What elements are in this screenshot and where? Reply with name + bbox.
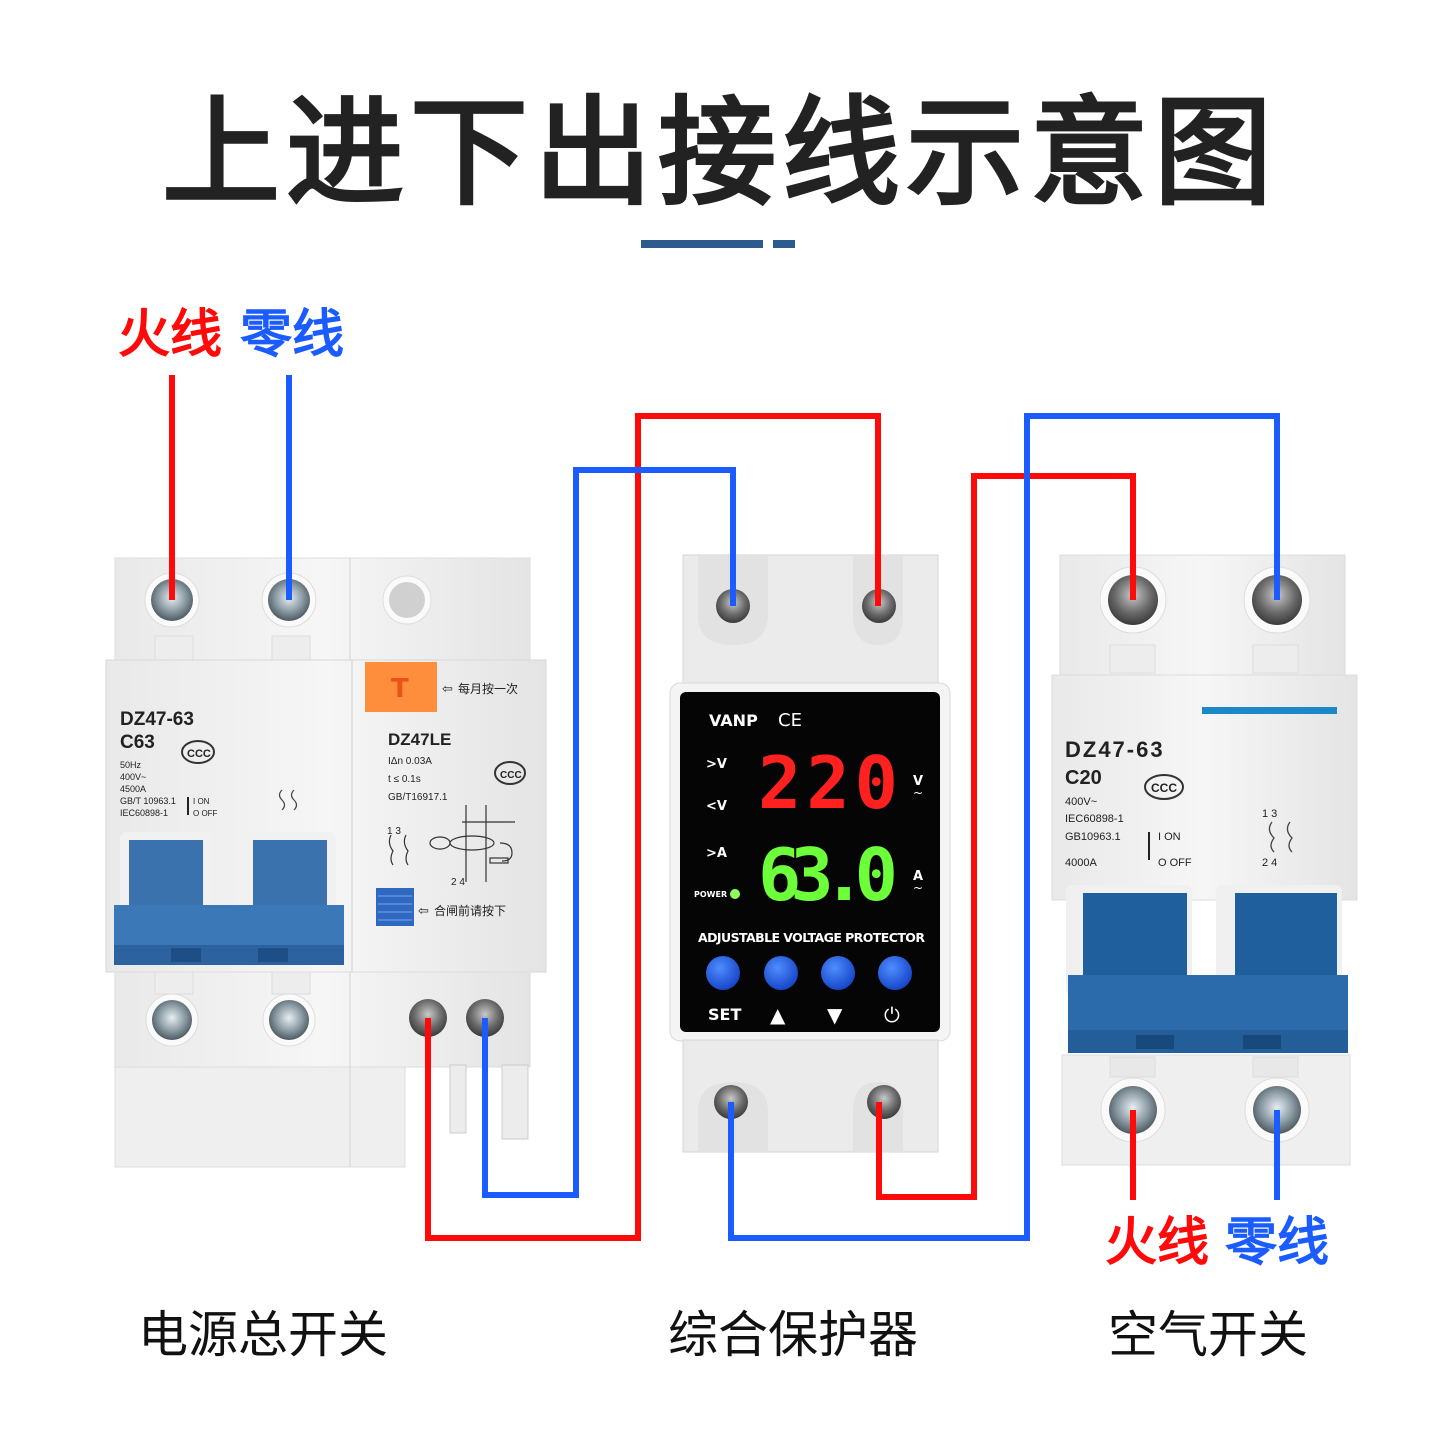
set-label: SET [708, 1005, 741, 1024]
svg-text:2 4: 2 4 [451, 877, 465, 888]
power-button[interactable] [878, 956, 912, 990]
page-title: 上进下出接线示意图 [161, 84, 1278, 222]
svg-text:每月按一次: 每月按一次 [458, 681, 518, 696]
rcd-reset-button[interactable] [376, 888, 414, 926]
svg-text:T: T [391, 674, 409, 704]
mcb-rating: C63 [120, 732, 155, 753]
indicator-overcurrent: >A [706, 846, 727, 861]
svg-text:A: A [913, 869, 923, 884]
svg-text:~: ~ [913, 881, 923, 895]
indicator-overvoltage: >V [706, 757, 727, 772]
svg-text:GB10963.1: GB10963.1 [1065, 831, 1121, 843]
svg-text:IEC60898-1: IEC60898-1 [1065, 813, 1124, 825]
svg-text:t ≤ 0.1s: t ≤ 0.1s [388, 774, 421, 785]
main-switch-caption: 电源总开关 [138, 1306, 388, 1364]
down-arrow-icon: ▼ [827, 1003, 843, 1027]
live-wire-protector-to-breaker [876, 473, 1136, 1200]
air-switch-rating: C20 [1065, 767, 1102, 789]
neutral-wire-main-to-protector [482, 467, 736, 1198]
voltage-protector: VANP CE >V <V >A POWER 220 V ~ 63.0 A ~ … [669, 554, 951, 1153]
rcd-test-button[interactable]: T [365, 662, 437, 712]
title-underline [641, 240, 763, 248]
main-switch: DZ47-63 C63 CCC 50Hz 400V~ 4500A GB/T 10… [105, 557, 547, 1168]
rcd-circuit-diagram-icon [388, 805, 515, 882]
output-live-label: 火线 [1105, 1213, 1210, 1273]
power-label: POWER [694, 890, 727, 899]
wires [169, 375, 1280, 1241]
indicator-undervoltage: <V [706, 799, 727, 814]
air-switch-model: DZ47-63 [1065, 737, 1165, 762]
input-live-label: 火线 [118, 305, 223, 365]
voltage-display: 220 [758, 741, 898, 825]
svg-text:⇦: ⇦ [418, 903, 429, 918]
svg-text:400V~: 400V~ [120, 772, 146, 782]
rcd-reset-note: 合闸前请按下 [434, 903, 506, 918]
ce-mark: CE [778, 710, 802, 731]
air-switch-caption: 空气开关 [1108, 1306, 1308, 1364]
svg-text:I ON: I ON [1158, 831, 1181, 843]
air-switch: DZ47-63 C20 CCC 400V~ IEC60898-1 GB10963… [1051, 554, 1358, 1166]
svg-text:IEC60898-1: IEC60898-1 [120, 808, 168, 818]
circuit-symbol-icon [1268, 821, 1293, 853]
output-neutral-label: 零线 [1225, 1213, 1330, 1273]
up-arrow-icon: ▲ [770, 1003, 786, 1027]
svg-text:GB/T 10963.1: GB/T 10963.1 [120, 796, 176, 806]
svg-text:400V~: 400V~ [1065, 796, 1097, 808]
svg-text:CCC: CCC [1151, 781, 1177, 795]
accent-stripe [1202, 707, 1337, 714]
title-underline-dot [773, 240, 795, 248]
ccc-cert-icon [1144, 774, 1184, 800]
set-button[interactable] [706, 956, 740, 990]
svg-text:4500A: 4500A [120, 784, 146, 794]
screw-icon [269, 1000, 309, 1040]
product-name: ADJUSTABLE VOLTAGE PROTECTOR [698, 930, 925, 945]
power-led-icon [730, 889, 740, 899]
ccc-cert-icon [494, 761, 526, 785]
svg-text:2 4: 2 4 [1262, 857, 1277, 869]
neutral-wire-protector-to-breaker [728, 413, 1280, 1241]
svg-text:IΔn 0.03A: IΔn 0.03A [388, 756, 432, 767]
svg-text:V: V [913, 774, 923, 789]
svg-text:GB/T16917.1: GB/T16917.1 [388, 792, 448, 803]
ccc-cert-icon [181, 740, 215, 764]
protector-caption: 综合保护器 [668, 1306, 918, 1364]
circuit-symbol-icon [278, 789, 298, 811]
svg-text:O OFF: O OFF [193, 809, 218, 818]
svg-text:1 3: 1 3 [387, 826, 401, 837]
up-button[interactable] [764, 956, 798, 990]
svg-text:O OFF: O OFF [1158, 857, 1192, 869]
svg-text:CCC: CCC [500, 770, 522, 781]
input-neutral-label: 零线 [240, 305, 345, 365]
svg-text:I ON: I ON [193, 797, 210, 806]
svg-text:1 3: 1 3 [1262, 808, 1277, 820]
air-switch-toggle-lever[interactable] [1066, 885, 1348, 1053]
current-display: 63.0 [758, 833, 898, 917]
svg-text:4000A: 4000A [1065, 857, 1097, 869]
mcb-toggle-lever[interactable] [114, 832, 344, 965]
rcd-model: DZ47LE [388, 730, 451, 749]
svg-text:CCC: CCC [187, 748, 211, 760]
svg-text:50Hz: 50Hz [120, 760, 142, 770]
screw-icon [867, 1085, 901, 1119]
mcb-model: DZ47-63 [120, 709, 194, 730]
down-button[interactable] [821, 956, 855, 990]
brand-logo: VANP [709, 711, 758, 730]
svg-text:~: ~ [913, 786, 923, 800]
power-icon: ⏻ [884, 1003, 900, 1027]
live-wire-main-to-protector [425, 413, 881, 1241]
rcd-test-note: ⇦ [442, 681, 453, 696]
screw-icon [152, 1000, 192, 1040]
